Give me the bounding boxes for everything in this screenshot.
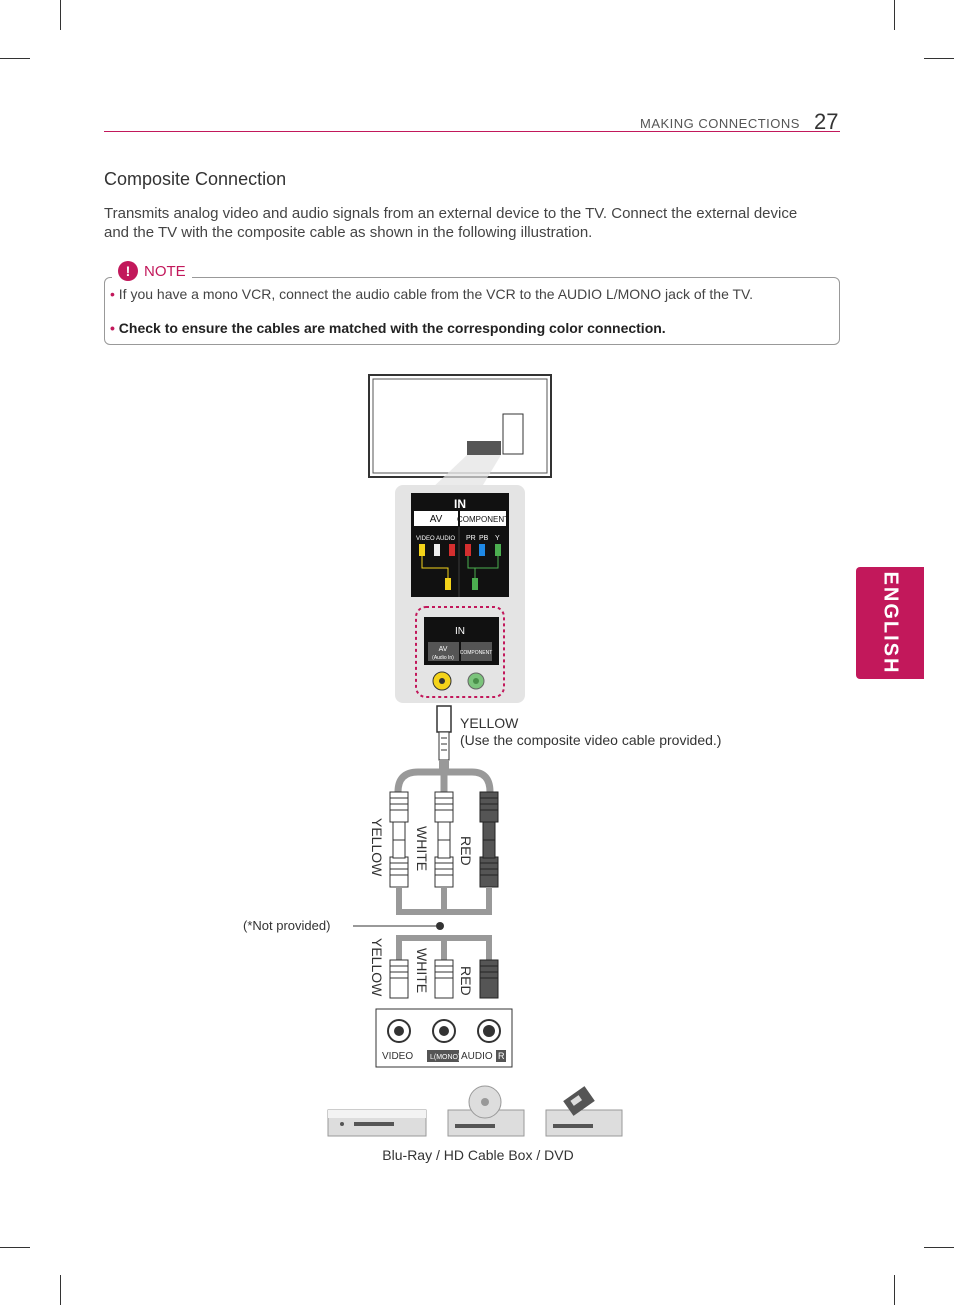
zoom-in-label: IN	[455, 626, 465, 637]
exclamation-icon: !	[118, 261, 138, 281]
tv-illustration	[368, 374, 552, 490]
not-provided-label: (*Not provided)	[243, 918, 330, 933]
lower-yellow-label: YELLOW	[369, 938, 385, 997]
crop-mark	[0, 58, 30, 59]
crop-mark	[894, 0, 895, 30]
lower-plugs	[389, 935, 499, 999]
panel-video-label: VIDEO	[416, 536, 435, 542]
lower-red-label: RED	[458, 966, 474, 996]
upper-white-label: WHITE	[414, 826, 430, 871]
panel-component-label: COMPONENT	[457, 515, 509, 524]
panel-pr-label: PR	[466, 535, 476, 542]
language-tab	[856, 567, 924, 679]
tv-back-panel: IN AV COMPONENT VIDEO AUDIO PR PB Y IN A…	[395, 485, 525, 703]
yellow-cable-label: YELLOW	[460, 715, 519, 731]
note-item: • If you have a mono VCR, connect the au…	[110, 286, 754, 302]
device-jack-panel: VIDEO L(MONO) AUDIO R	[375, 1008, 513, 1068]
zoom-audio-in-label: (Audio In)	[432, 655, 454, 661]
note-title: NOTE	[144, 262, 186, 280]
jack-r-label: R	[498, 1051, 505, 1061]
panel-in-label: IN	[454, 497, 466, 511]
page-title: Composite Connection	[104, 169, 287, 189]
section-title: MAKING CONNECTIONS	[640, 116, 800, 131]
jack-audio-label: AUDIO	[461, 1051, 493, 1062]
crop-mark	[924, 1247, 954, 1248]
yellow-cable-note: (Use the composite video cable provided.…	[460, 732, 721, 748]
bluray-player-icon	[327, 1109, 427, 1137]
crop-mark	[924, 58, 954, 59]
upper-red-label: RED	[458, 836, 474, 866]
cable-box-icon	[447, 1085, 525, 1137]
crop-mark	[60, 0, 61, 30]
dvd-player-icon	[545, 1086, 623, 1137]
zoom-component-label: COMPONENT	[460, 650, 493, 656]
crop-mark	[60, 1275, 61, 1305]
panel-av-label: AV	[430, 514, 443, 525]
note-box	[104, 277, 840, 345]
header-divider	[104, 131, 840, 132]
jack-video-label: VIDEO	[382, 1051, 413, 1062]
jack-lmono-label: L(MONO)	[430, 1054, 460, 1061]
devices-caption: Blu-Ray / HD Cable Box / DVD	[382, 1147, 573, 1163]
panel-audio-label: AUDIO	[436, 536, 455, 542]
note-label: ! NOTE	[112, 259, 192, 283]
page-number: 27	[814, 109, 839, 134]
crop-mark	[0, 1247, 30, 1248]
zoom-av-label: AV	[439, 646, 448, 653]
panel-pb-label: PB	[479, 535, 489, 542]
crop-mark	[894, 1275, 895, 1305]
note-item: • Check to ensure the cables are matched…	[110, 320, 666, 336]
lower-white-label: WHITE	[414, 948, 430, 993]
composite-cable	[394, 705, 494, 793]
panel-y-label: Y	[495, 535, 500, 542]
intro-paragraph: Transmits analog video and audio signals…	[104, 205, 798, 241]
upper-plugs	[389, 791, 499, 915]
upper-yellow-label: YELLOW	[369, 818, 385, 877]
